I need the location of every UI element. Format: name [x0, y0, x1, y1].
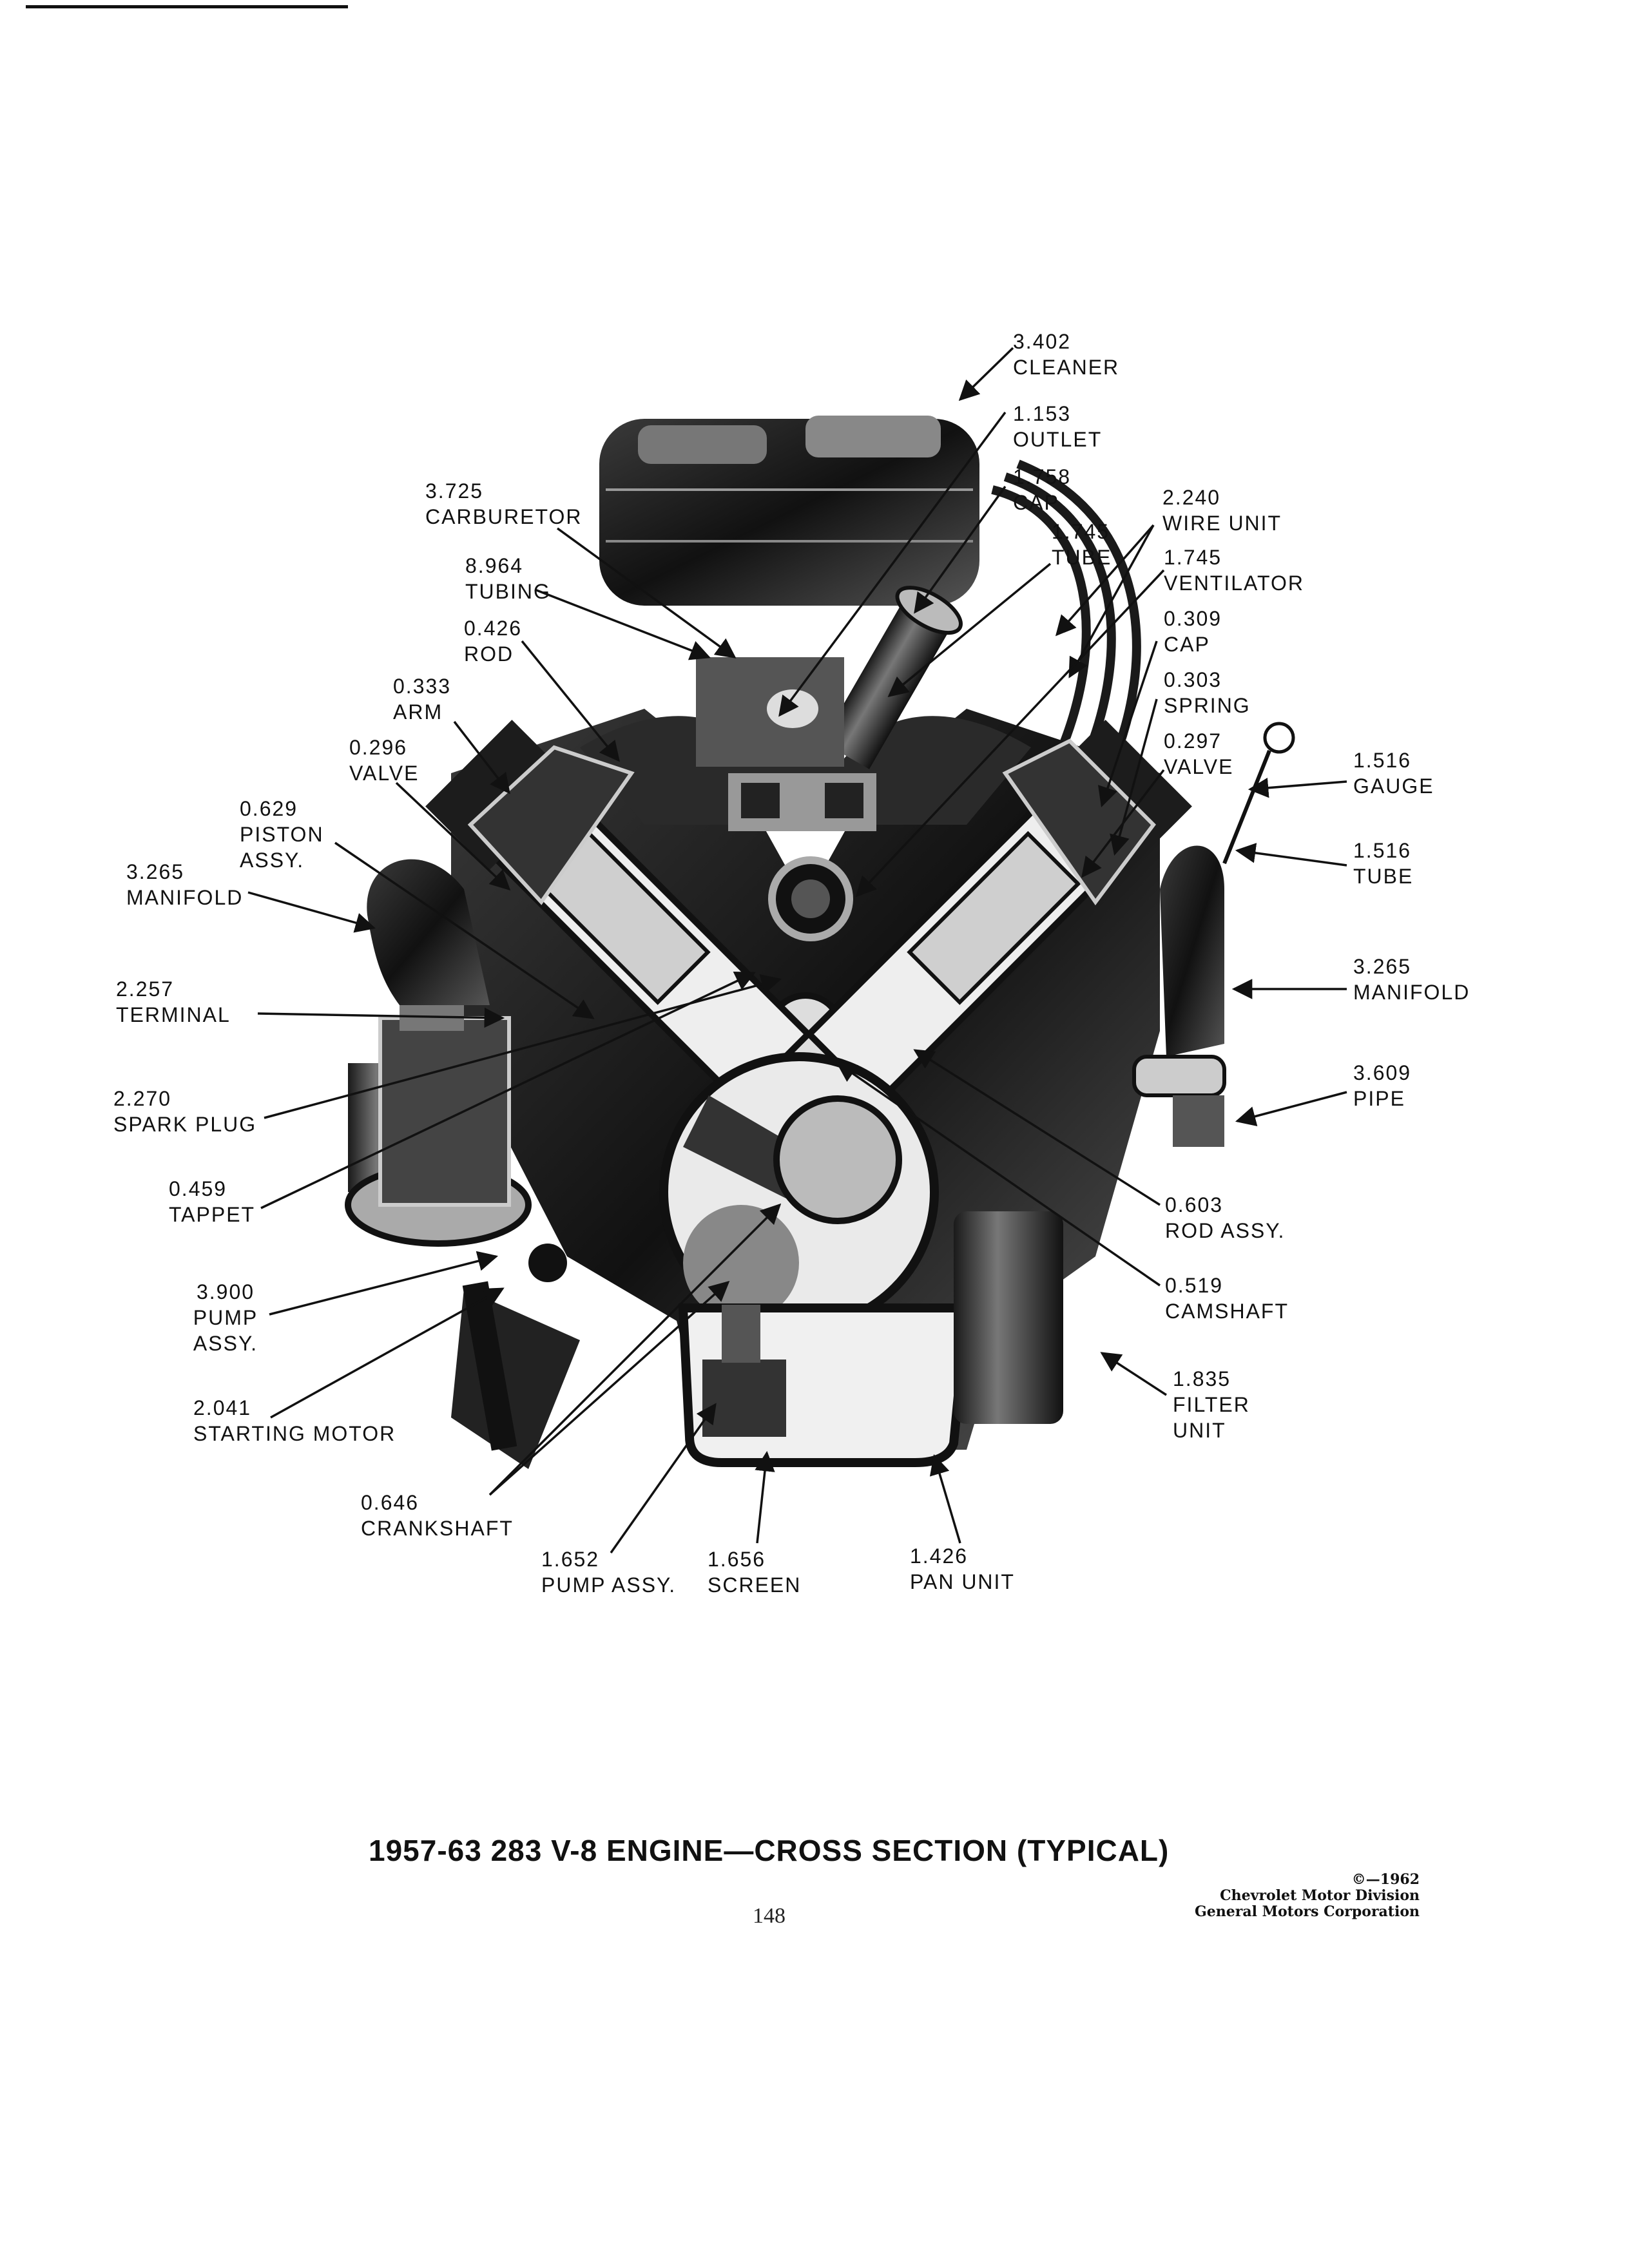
ignition-wires	[991, 459, 1141, 775]
air-cleaner	[599, 416, 979, 606]
leader-lines	[247, 347, 1347, 1554]
oil-dipstick	[1222, 722, 1295, 865]
page-number: 148	[753, 1904, 786, 1928]
copyright-year: ©—1962	[1351, 1871, 1420, 1888]
copyright-notice: ©—1962 Chevrolet Motor Division General …	[1195, 1872, 1420, 1920]
figure-caption: 1957-63 283 V-8 ENGINE—CROSS SECTION (TY…	[369, 1834, 1170, 1867]
copyright-division: Chevrolet Motor Division	[1220, 1887, 1420, 1904]
copyright-corporation: General Motors Corporation	[1194, 1903, 1420, 1920]
fuel-pump	[345, 1005, 567, 1282]
starting-motor	[451, 1281, 580, 1469]
crankcase	[659, 1052, 972, 1467]
top-rule	[26, 5, 348, 8]
exhaust-manifolds	[367, 845, 1226, 1147]
oil-filter	[954, 1211, 1063, 1424]
